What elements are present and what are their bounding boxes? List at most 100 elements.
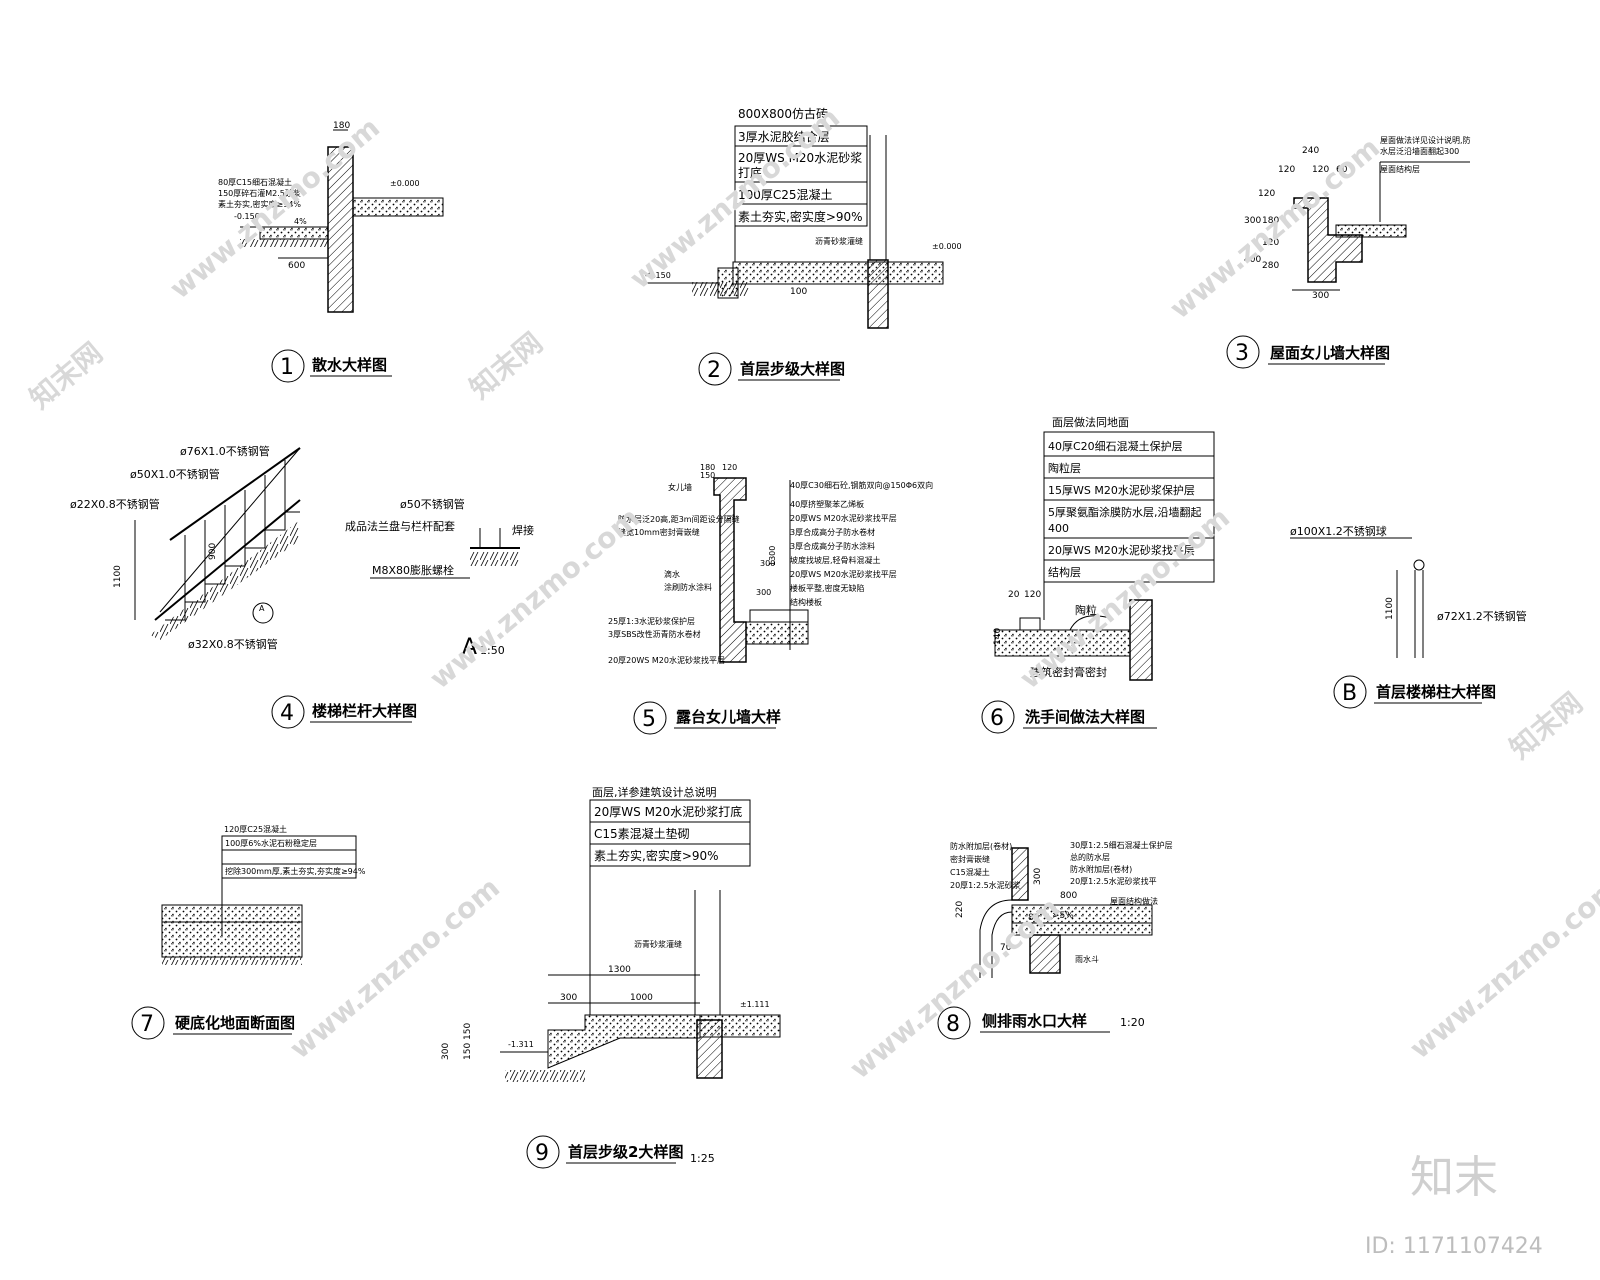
detail-8-scale: 1:20: [1120, 1016, 1145, 1029]
detail-6-drawing: 面层做法同地面 40厚C20细石混凝土保护层 陶粒层 15厚WS M20水泥砂浆…: [993, 415, 1215, 681]
watermark-site-8: www.znzmo.com: [1403, 871, 1600, 1065]
d3-dim-300b: 300: [1312, 291, 1329, 301]
d4-dim-1100: 1100: [113, 565, 123, 588]
d6-note-3: 陶粒层: [1048, 461, 1081, 475]
d3-note-3: 屋面结构层: [1380, 164, 1420, 174]
d8-note-1: 防水附加层(卷材): [950, 841, 1012, 851]
d3-dim-60: 60: [1336, 165, 1348, 175]
d5-note-7: 3厚合成高分子防水卷材: [790, 527, 875, 537]
detail-9-title-text: 首层步级2大样图: [568, 1143, 683, 1161]
d7-note-1: 120厚C25混凝土: [224, 824, 287, 834]
detail-b-title: B 首层楼梯柱大样图: [1333, 675, 1496, 709]
watermark-site-7: www.znzmo.com: [843, 891, 1066, 1085]
d5-note-3: 缝宽10mm密封膏嵌缝: [618, 527, 700, 537]
d5-dim-300b: 300: [756, 588, 771, 597]
d8-dim-slope: >5%: [1052, 911, 1074, 921]
d1-note-1: 80厚C15细石混凝土: [218, 177, 292, 187]
d8-note-10: 雨水斗: [1075, 954, 1099, 964]
d3-dim-120a: 120: [1278, 165, 1295, 175]
d9-note-4: 素土夯实,密实度>90%: [594, 848, 719, 863]
d1-elev-neg: -0.150: [234, 212, 260, 221]
d8-note-9: 屋面结构做法: [1110, 896, 1158, 906]
d1-elev-zero: ±0.000: [390, 179, 420, 188]
d5-note-9: 坡度找坡层,轻骨料混凝土: [790, 555, 881, 565]
detail-1-number: 1: [280, 355, 294, 380]
d1-dim-600: 600: [288, 261, 305, 271]
d4-note-4: ø32X0.8不锈钢管: [188, 637, 278, 651]
d8-note-6: 总的防水层: [1070, 852, 1110, 862]
d5-note-14: 3厚SBS改性沥青防水卷材: [608, 629, 701, 639]
d5-note-12: 结构楼板: [790, 597, 822, 607]
detail-a-scale: 1:50: [480, 644, 505, 657]
d6-note-6: 20厚WS M20水泥砂浆找平层: [1048, 543, 1195, 557]
detail-6-title: 6 洗手间做法大样图: [981, 700, 1157, 734]
d2-note-4: 100厚C25混凝土: [738, 187, 833, 202]
db-dim-1100: 1100: [1385, 597, 1395, 620]
detail-7-title: 7 硬底化地面断面图: [131, 1006, 295, 1040]
detail-5-title: 5 露台女儿墙大样: [633, 701, 781, 735]
da-note-4: M8X80膨胀螺栓: [372, 563, 454, 577]
watermark-logo-1: 知末网: [23, 336, 109, 415]
detail-8-drawing: 防水附加层(卷材) 密封膏嵌缝 C15混凝土 20厚1:2.5水泥砂浆 30厚1…: [950, 840, 1173, 978]
detail-8-number: 8: [946, 1012, 960, 1037]
d4-note-1: ø76X1.0不锈钢管: [180, 444, 270, 458]
detail-7-title-text: 硬底化地面断面图: [175, 1014, 295, 1032]
d1-note-2: 150厚碎石灌M2.5砂浆: [218, 188, 301, 198]
d5-note-8: 3厚合成高分子防水涂料: [790, 541, 875, 551]
d8-dim-220: 220: [955, 901, 965, 918]
d3-dim-120d: 120: [1262, 238, 1279, 248]
da-note-1: ø50不锈钢管: [400, 497, 465, 511]
d9-note-3: C15素混凝土垫砌: [594, 826, 690, 841]
detail-2-drawing: 800X800仿古砖 3厚水泥胶结合层 20厚WS M20水泥砂浆 打底 100…: [645, 106, 962, 329]
d5-note-drip: 滴水: [664, 569, 680, 579]
detail-1-title: 1 散水大样图: [271, 349, 392, 383]
d2-note-6: 沥青砂浆灌缝: [815, 236, 863, 246]
detail-9-drawing: 面层,详参建筑设计总说明 20厚WS M20水泥砂浆打底 C15素混凝土垫砌 素…: [441, 785, 781, 1082]
d8-note-8: 20厚1:2.5水泥砂浆找平: [1070, 876, 1157, 886]
d6-dim-140: 140: [993, 628, 1003, 645]
watermark-site-4: www.znzmo.com: [423, 501, 646, 695]
d5-note-4: 40厚C30细石砼,钢筋双向@150Φ6双向: [790, 480, 933, 490]
d6-note-1: 面层做法同地面: [1052, 415, 1129, 429]
detail-1-title-text: 散水大样图: [312, 356, 387, 374]
d4-note-3: ø22X0.8不锈钢管: [70, 497, 160, 511]
detail-9-number: 9: [535, 1141, 549, 1166]
detail-3-drawing: 屋面做法详见设计说明,防 水层泛沿墙面翻起300 屋面结构层 240 120 1…: [1244, 135, 1471, 301]
d6-note-ceramsite: 陶粒: [1075, 603, 1097, 617]
d9-dim-150b: 150: [463, 1023, 473, 1040]
d3-note-1: 屋面做法详见设计说明,防: [1380, 135, 1471, 145]
da-note-2: 成品法兰盘与栏杆配套: [345, 519, 455, 533]
d2-elev-neg: -0.150: [645, 271, 671, 280]
d9-note-5: 沥青砂浆灌缝: [634, 939, 682, 949]
d5-note-coat: 涂刷防水涂料: [664, 582, 712, 592]
detail-a-drawing: ø50不锈钢管 成品法兰盘与栏杆配套 焊接 M8X80膨胀螺栓 A 1:50: [345, 497, 534, 660]
detail-9-title: 9 首层步级2大样图 1:25: [526, 1135, 715, 1169]
d9-dim-1300: 1300: [608, 965, 631, 975]
detail-5-title-text: 露台女儿墙大样: [676, 708, 781, 726]
d2-note-1: 800X800仿古砖: [738, 106, 828, 121]
d8-note-5: 30厚1:2.5细石混凝土保护层: [1070, 840, 1173, 850]
d4-note-2: ø50X1.0不锈钢管: [130, 467, 220, 481]
d5-note-13: 25厚1:3水泥砂浆保护层: [608, 616, 695, 626]
da-note-3: 焊接: [512, 523, 534, 537]
d8-note-2: 密封膏嵌缝: [950, 854, 990, 864]
detail-a-number: A: [462, 635, 477, 660]
d5-dim-1300: 1300: [768, 546, 777, 566]
detail-b-title-text: 首层楼梯柱大样图: [1376, 683, 1496, 701]
d1-note-3: 素土夯实,密实度≥94%: [218, 199, 301, 209]
detail-8-title: 8 侧排雨水口大样 1:20: [937, 1006, 1145, 1040]
d3-dim-280: 280: [1262, 261, 1279, 271]
detail-2-number: 2: [707, 358, 721, 383]
d2-note-3: 20厚WS M20水泥砂浆: [738, 150, 862, 165]
d5-note-11: 楼板平整,密度无缺陷: [790, 583, 865, 593]
d8-dim-800: 800: [1060, 891, 1077, 901]
d8-dim-70: 70: [1000, 943, 1012, 953]
d5-dim-120: 120: [722, 463, 737, 472]
d6-note-2: 40厚C20细石混凝土保护层: [1048, 439, 1183, 453]
d9-note-1: 面层,详参建筑设计总说明: [592, 785, 717, 799]
d9-elev-neg: -1.311: [508, 1040, 534, 1049]
d2-note-3b: 打底: [738, 165, 762, 180]
d3-dim-240: 240: [1302, 146, 1319, 156]
detail-5-drawing: 150 40厚C30细石砼,钢筋双向@150Φ6双向 40厚挤塑聚苯乙烯板 20…: [608, 463, 933, 665]
